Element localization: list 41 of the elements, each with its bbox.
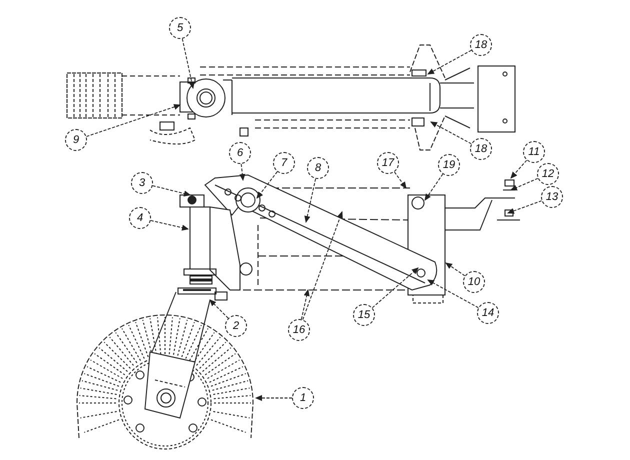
leader-line xyxy=(302,211,343,320)
leader-line xyxy=(209,299,229,319)
leader-line xyxy=(304,178,316,223)
callout-number: 4 xyxy=(129,207,151,229)
leader-line xyxy=(510,178,538,190)
callout-number: 8 xyxy=(307,157,329,179)
leader-line xyxy=(152,185,191,196)
leader-line xyxy=(510,160,528,179)
leader-line xyxy=(507,200,542,214)
leader-line xyxy=(430,122,472,144)
callout-number: 6 xyxy=(229,142,251,164)
callout-number: 17 xyxy=(377,152,399,174)
leader-line xyxy=(424,174,444,201)
callout-number: 13 xyxy=(541,186,563,208)
leader-line xyxy=(427,280,479,308)
callout-number: 10 xyxy=(463,271,485,293)
leader-line xyxy=(182,38,195,89)
leader-line xyxy=(445,262,466,276)
leader-line xyxy=(150,220,189,231)
callout-number: 12 xyxy=(537,163,559,185)
callout-number: 5 xyxy=(169,17,191,39)
callout-number: 1 xyxy=(292,387,314,409)
leader-line xyxy=(86,104,181,137)
leader-line xyxy=(255,395,292,401)
callout-number: 7 xyxy=(273,152,295,174)
callout-number: 3 xyxy=(131,172,153,194)
callout-number: 19 xyxy=(438,154,460,176)
leader-line xyxy=(427,50,472,74)
callout-number: 2 xyxy=(225,315,247,337)
callout-number: 14 xyxy=(477,302,499,324)
leader-line xyxy=(239,163,246,181)
leader-line xyxy=(394,171,407,189)
callout-number: 9 xyxy=(65,129,87,151)
callout-number: 16 xyxy=(288,319,310,341)
leader-line xyxy=(372,267,419,308)
callout-number: 15 xyxy=(353,304,375,326)
leader-line xyxy=(300,289,310,320)
callout-number: 18 xyxy=(470,34,492,56)
callout-number: 18 xyxy=(470,138,492,160)
leader-line xyxy=(256,171,278,199)
callout-number: 11 xyxy=(523,141,545,163)
